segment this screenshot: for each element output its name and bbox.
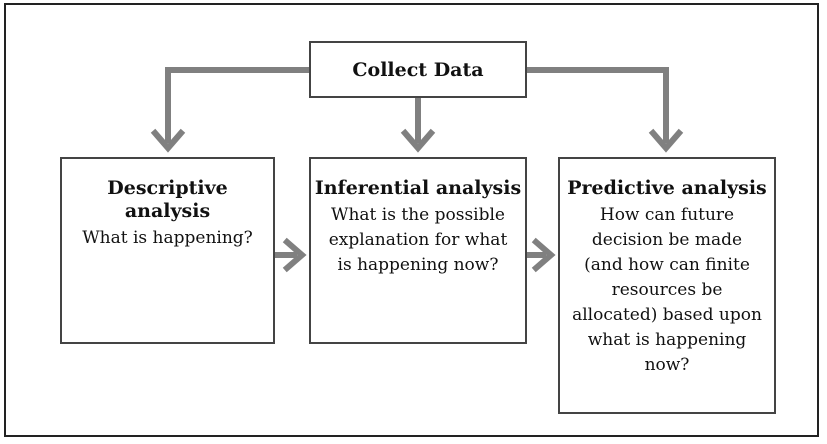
descriptive-analysis-question: What is happening? (82, 228, 253, 248)
arrowhead-descriptive (150, 128, 186, 153)
figure-frame (4, 3, 819, 437)
connector-collect-to-predictive (524, 67, 669, 143)
arrowhead-inferential (400, 128, 436, 153)
inferential-analysis-box: Inferential analysis What is the possibl… (309, 157, 527, 344)
collect-data-box: Collect Data (309, 41, 527, 98)
collect-data-label: Collect Data (352, 58, 484, 81)
inferential-analysis-title: Inferential analysis (314, 177, 522, 199)
arrowhead-predictive (648, 128, 684, 153)
predictive-analysis-title: Predictive analysis (567, 177, 767, 199)
inferential-analysis-question: What is the possible explanation for wha… (328, 205, 508, 275)
descriptive-analysis-title: Descriptive analysis (107, 177, 228, 222)
arrowhead-to-inferential (282, 237, 307, 273)
connector-collect-to-descriptive (165, 67, 312, 143)
predictive-analysis-question: How can future decision be made (and how… (572, 205, 762, 375)
descriptive-analysis-box: Descriptive analysis What is happening? (60, 157, 275, 344)
predictive-analysis-box: Predictive analysis How can future decis… (558, 157, 776, 414)
arrowhead-to-predictive (531, 237, 556, 273)
